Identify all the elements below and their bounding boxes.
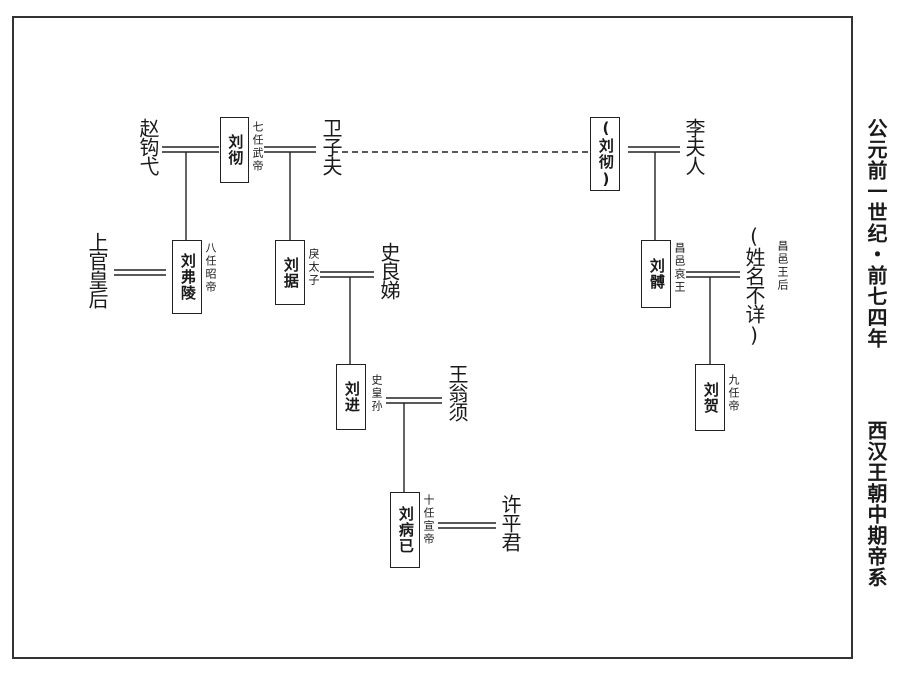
note-zhaodi: 八任昭帝 <box>204 242 217 294</box>
person-name-liu-ju: 刘据 <box>281 256 300 289</box>
page-title-part1: 公元前一世纪・前七四年 <box>864 118 888 349</box>
connector-lines <box>114 146 740 529</box>
person-name-liu-bo: 刘髆 <box>647 258 666 290</box>
person-name-liu-he: 刘贺 <box>701 381 720 414</box>
person-box-liu-ju: 刘据 <box>275 240 305 305</box>
page-title: 公元前一世纪・前七四年 西汉王朝中期帝系 <box>862 118 891 588</box>
note-changyi-aiwang: 昌邑哀王 <box>673 242 686 294</box>
note-li-taizi: 戾太子 <box>307 248 320 287</box>
page-title-part2: 西汉王朝中期帝系 <box>864 420 888 588</box>
person-name-liu-che-duplicate: (刘彻) <box>596 119 615 189</box>
person-box-liu-fuling: 刘弗陵 <box>172 240 202 314</box>
consort-shangguan-huanghou: 上官皇后 <box>85 232 109 308</box>
person-box-liu-bingyi: 刘病已 <box>390 492 420 568</box>
diagram-frame: 刘彻 (刘彻) 刘弗陵 刘据 刘髆 刘进 刘贺 刘病已 赵钩弋 卫子夫 李夫人 … <box>12 16 853 659</box>
consort-unknown: (姓名不详) <box>742 224 766 346</box>
person-name-liu-fuling: 刘弗陵 <box>178 253 197 301</box>
note-jiu-ren-di: 九任帝 <box>727 374 740 413</box>
person-name-liu-bingyi: 刘病已 <box>396 506 415 554</box>
note-changyi-wanghou: 昌邑王后 <box>776 240 789 292</box>
person-box-liu-che: 刘彻 <box>220 117 249 183</box>
person-box-liu-che-duplicate: (刘彻) <box>590 117 620 191</box>
consort-wang-wengxu: 王翁须 <box>445 364 469 421</box>
note-shi-huangsun: 史皇孙 <box>370 374 383 413</box>
person-box-liu-he: 刘贺 <box>695 364 725 431</box>
consort-xu-pingjun: 许平君 <box>498 494 522 551</box>
consort-wei-zifu: 卫子夫 <box>319 118 343 175</box>
page-title-gap <box>864 374 888 395</box>
person-box-liu-bo: 刘髆 <box>641 240 671 308</box>
person-name-liu-che: 刘彻 <box>226 134 245 166</box>
note-wudi: 七任武帝 <box>251 121 264 173</box>
consort-li-furen: 李夫人 <box>682 118 706 175</box>
person-box-liu-jin: 刘进 <box>336 364 366 430</box>
consort-shi-liangdi: 史良娣 <box>377 242 401 299</box>
note-xuandi: 十任宣帝 <box>422 494 435 546</box>
person-name-liu-jin: 刘进 <box>342 381 361 413</box>
consort-zhao-gouyi: 赵钩弋 <box>136 118 160 175</box>
